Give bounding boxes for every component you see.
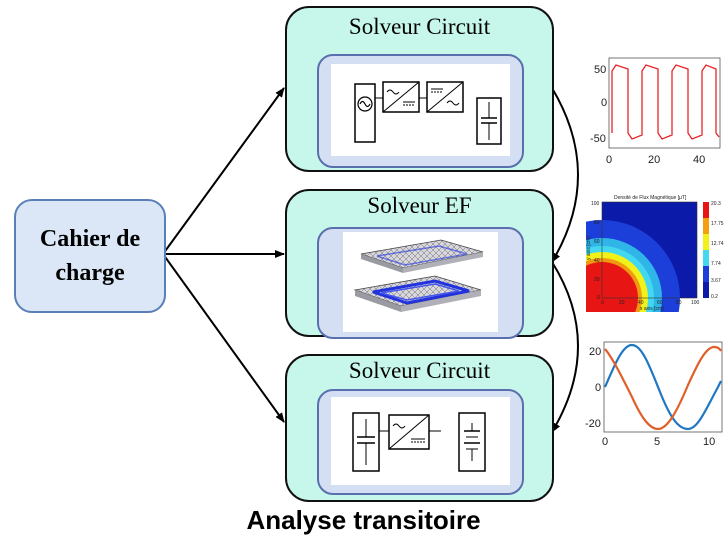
coupling-arrow-bottom <box>543 252 579 433</box>
ytick: 0 <box>595 382 601 394</box>
solver-circuit-bottom: Solveur Circuit <box>285 354 554 502</box>
ytick: 50 <box>594 64 606 76</box>
square-wave-plot: 50 0 -50 0 20 40 <box>582 53 727 175</box>
colorbar-tick: 20.3 <box>711 201 721 207</box>
flux-map-xlabel: x axis [cm] <box>640 306 664 312</box>
capacitor-icon <box>476 97 502 145</box>
solver-inner-panel <box>317 389 524 495</box>
sine-series-orange-line <box>604 345 722 431</box>
ytick: -50 <box>590 133 606 145</box>
xtick: 0 <box>601 300 604 306</box>
ytick: 80 <box>594 220 600 226</box>
colorbar-tick: 17.75 <box>711 221 724 227</box>
arrow-to-top-solver <box>162 87 285 255</box>
circuit-blocks-top <box>354 81 502 145</box>
ytick: 40 <box>594 258 600 264</box>
ac-dc-converter-icon <box>388 414 430 450</box>
xtick: 5 <box>654 436 660 448</box>
solver-circuit-top: Solveur Circuit <box>285 6 554 172</box>
solver-inner-panel <box>317 54 524 168</box>
start-label-line2: charge <box>55 260 125 286</box>
ytick: 20 <box>589 346 601 358</box>
dc-ac-converter-icon <box>426 81 464 113</box>
battery-icon <box>458 412 486 472</box>
flux-map-ylabel: y axis [cm] <box>586 236 592 260</box>
xtick: 20 <box>619 300 625 306</box>
flux-density-map: Densité de Flux Magnétique [µT] 20.3 17.… <box>524 192 727 376</box>
coupling-arrow-top <box>543 78 579 263</box>
fem-coil-mesh-icon <box>353 239 484 312</box>
ytick: 20 <box>594 277 600 283</box>
xtick: 0 <box>602 436 608 448</box>
sine-series-blue <box>603 343 722 431</box>
ytick: 100 <box>591 201 600 207</box>
circuit-diagram-panel <box>331 64 510 156</box>
xtick: 80 <box>676 300 682 306</box>
colorbar-tick: 3.67 <box>711 278 721 284</box>
colorbar-tick: 0.2 <box>711 294 718 300</box>
ytick: 0 <box>601 97 607 109</box>
fem-model-panel <box>343 232 498 332</box>
colorbar-tick: 7.74 <box>711 261 721 267</box>
ytick: 0 <box>597 295 600 301</box>
solver-title: Solveur Circuit <box>348 14 491 39</box>
solver-title: Solveur Circuit <box>348 358 491 383</box>
square-wave-line <box>611 64 720 140</box>
xtick: 40 <box>693 154 705 166</box>
solver-ef: Solveur EF <box>285 189 554 339</box>
circuit-diagram-panel <box>331 397 510 485</box>
ytick: 60 <box>594 239 600 245</box>
arrow-to-bottom-solver <box>162 253 285 423</box>
sine-wave-plot: 20 0 -20 0 5 10 <box>584 337 727 457</box>
footer-caption: Analyse transitoire <box>246 505 481 535</box>
xtick: 10 <box>703 436 715 448</box>
xtick: 40 <box>638 300 644 306</box>
xtick: 100 <box>691 300 700 306</box>
capacitor-icon <box>352 412 380 472</box>
flux-map-title: Densité de Flux Magnétique [µT] <box>614 195 687 201</box>
circuit-blocks-bottom <box>352 412 486 472</box>
colorbar-tick: 12.74 <box>711 241 724 247</box>
start-label-line1: Cahier de <box>39 226 141 252</box>
ac-source-icon <box>354 83 376 143</box>
ytick: -20 <box>585 418 601 430</box>
ac-dc-converter-icon <box>382 81 420 113</box>
cahier-de-charge-box: Cahier de charge <box>14 199 166 313</box>
solver-title: Solveur EF <box>367 193 472 218</box>
xtick: 60 <box>657 300 663 306</box>
xtick: 20 <box>648 154 660 166</box>
xtick: 0 <box>606 154 612 166</box>
solver-inner-panel <box>317 227 524 339</box>
